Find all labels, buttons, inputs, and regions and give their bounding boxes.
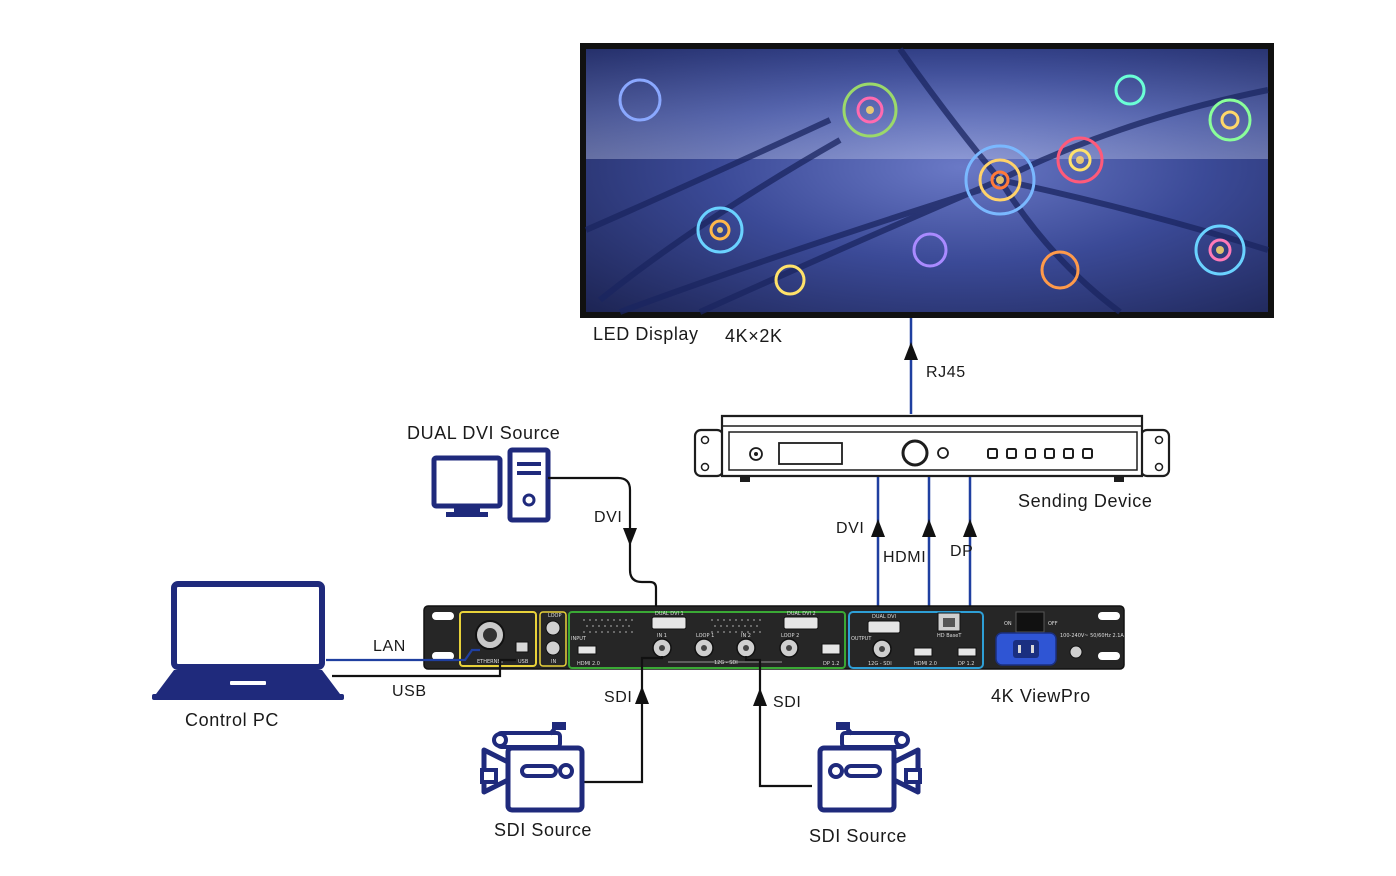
viewpro-device: ETHERNET USB LOOP IN INPUT HDMI 2.0 DUAL…: [423, 605, 1125, 670]
power-switch: [1015, 611, 1045, 633]
svg-text:ETHERNET: ETHERNET: [477, 659, 505, 665]
svg-text:DUAL DVI 1: DUAL DVI 1: [655, 611, 684, 617]
arrow-up-icon: [904, 342, 918, 360]
viewpro-label: 4K ViewPro: [991, 686, 1091, 706]
ground-terminal: [1069, 645, 1083, 659]
svg-text:DP 1.2: DP 1.2: [823, 661, 839, 667]
svg-text:LOOP 2: LOOP 2: [781, 633, 799, 639]
output-zone: [848, 611, 984, 669]
svg-text:DUAL DVI: DUAL DVI: [872, 614, 896, 620]
svg-text:LOOP 1: LOOP 1: [696, 633, 714, 639]
sdi-cables: [584, 656, 812, 788]
ethernet-usb-zone: [459, 611, 537, 667]
led-display: [580, 43, 1274, 318]
dvi-source-cable-label: DVI: [594, 509, 623, 526]
led-display-label: LED Display: [593, 324, 699, 344]
knob-icon: [901, 439, 929, 467]
dual-dvi-output-port: [867, 620, 901, 634]
dual-dvi-source-computer: [431, 447, 551, 523]
rj45-connection: [904, 318, 918, 414]
svg-text:IN 1: IN 1: [657, 633, 667, 639]
svg-text:DP 1.2: DP 1.2: [958, 661, 974, 667]
svg-text:ON: ON: [1004, 621, 1012, 627]
laptop-icon: [152, 581, 344, 700]
svg-text:INPUT: INPUT: [571, 636, 587, 642]
svg-text:12G - SDI: 12G - SDI: [714, 660, 738, 666]
svg-text:HD BaseT: HD BaseT: [937, 633, 962, 639]
resolution-label: 4K×2K: [725, 326, 783, 346]
hdmi-output-label: HDMI: [883, 549, 927, 566]
svg-text:OUTPUT: OUTPUT: [851, 636, 872, 642]
arrow-up-icon: [922, 519, 936, 537]
arrow-down-icon: [623, 528, 637, 546]
hdmi-input-port: [577, 645, 597, 655]
svg-text:DUAL DVI 2: DUAL DVI 2: [787, 611, 816, 617]
arrow-up-icon: [871, 519, 885, 537]
video-camera-icon: [482, 722, 582, 810]
arrow-up-icon: [963, 519, 977, 537]
usb-label: USB: [392, 683, 427, 700]
dual-dvi-source-label: DUAL DVI Source: [407, 423, 561, 443]
arrow-up-icon: [753, 688, 767, 706]
sdi-right-label: SDI: [773, 694, 802, 711]
dp-input-port: [821, 643, 841, 655]
sdi-left-label: SDI: [604, 689, 633, 706]
svg-text:IN 2: IN 2: [741, 633, 751, 639]
hdmi-output-port: [913, 647, 933, 657]
tower-pc-icon: [507, 447, 551, 523]
svg-text:100-240V~ 50/60Hz 2.1A: 100-240V~ 50/60Hz 2.1A: [1060, 633, 1124, 639]
rj45-label: RJ45: [926, 364, 966, 381]
svg-text:HDMI 2.0: HDMI 2.0: [914, 661, 937, 667]
svg-text:USB: USB: [518, 659, 529, 665]
svg-text:OFF: OFF: [1048, 621, 1058, 627]
control-pc-label: Control PC: [185, 710, 280, 730]
arrow-up-icon: [635, 686, 649, 704]
dp-output-label: DP: [950, 543, 974, 560]
sending-device-screen: [778, 442, 843, 465]
lan-usb-cables: [326, 648, 516, 678]
sdi-source-right-label: SDI Source: [809, 826, 908, 846]
dvi-output-label: DVI: [836, 520, 865, 537]
dual-dvi-2-port: [783, 616, 819, 630]
svg-text:HDMI 2.0: HDMI 2.0: [577, 661, 600, 667]
svg-text:12G - SDI: 12G - SDI: [868, 661, 892, 667]
dvi-source-cable: [548, 476, 658, 620]
input-zone: [568, 611, 846, 669]
video-camera-icon: [820, 722, 920, 810]
sdi-source-left-label: SDI Source: [494, 820, 593, 840]
svg-text:IN: IN: [551, 659, 556, 665]
dp-output-port: [957, 647, 977, 657]
sending-device: [693, 414, 1171, 482]
led-display-image: [584, 47, 1269, 315]
monitor-icon: [431, 455, 503, 517]
svg-text:LOOP: LOOP: [548, 613, 562, 619]
lan-label: LAN: [373, 638, 406, 655]
sending-device-buttons: [987, 448, 1093, 459]
sending-device-label: Sending Device: [1018, 491, 1153, 511]
dual-dvi-1-port: [651, 616, 687, 630]
output-connections: [876, 477, 972, 622]
usb-port: [515, 641, 529, 653]
